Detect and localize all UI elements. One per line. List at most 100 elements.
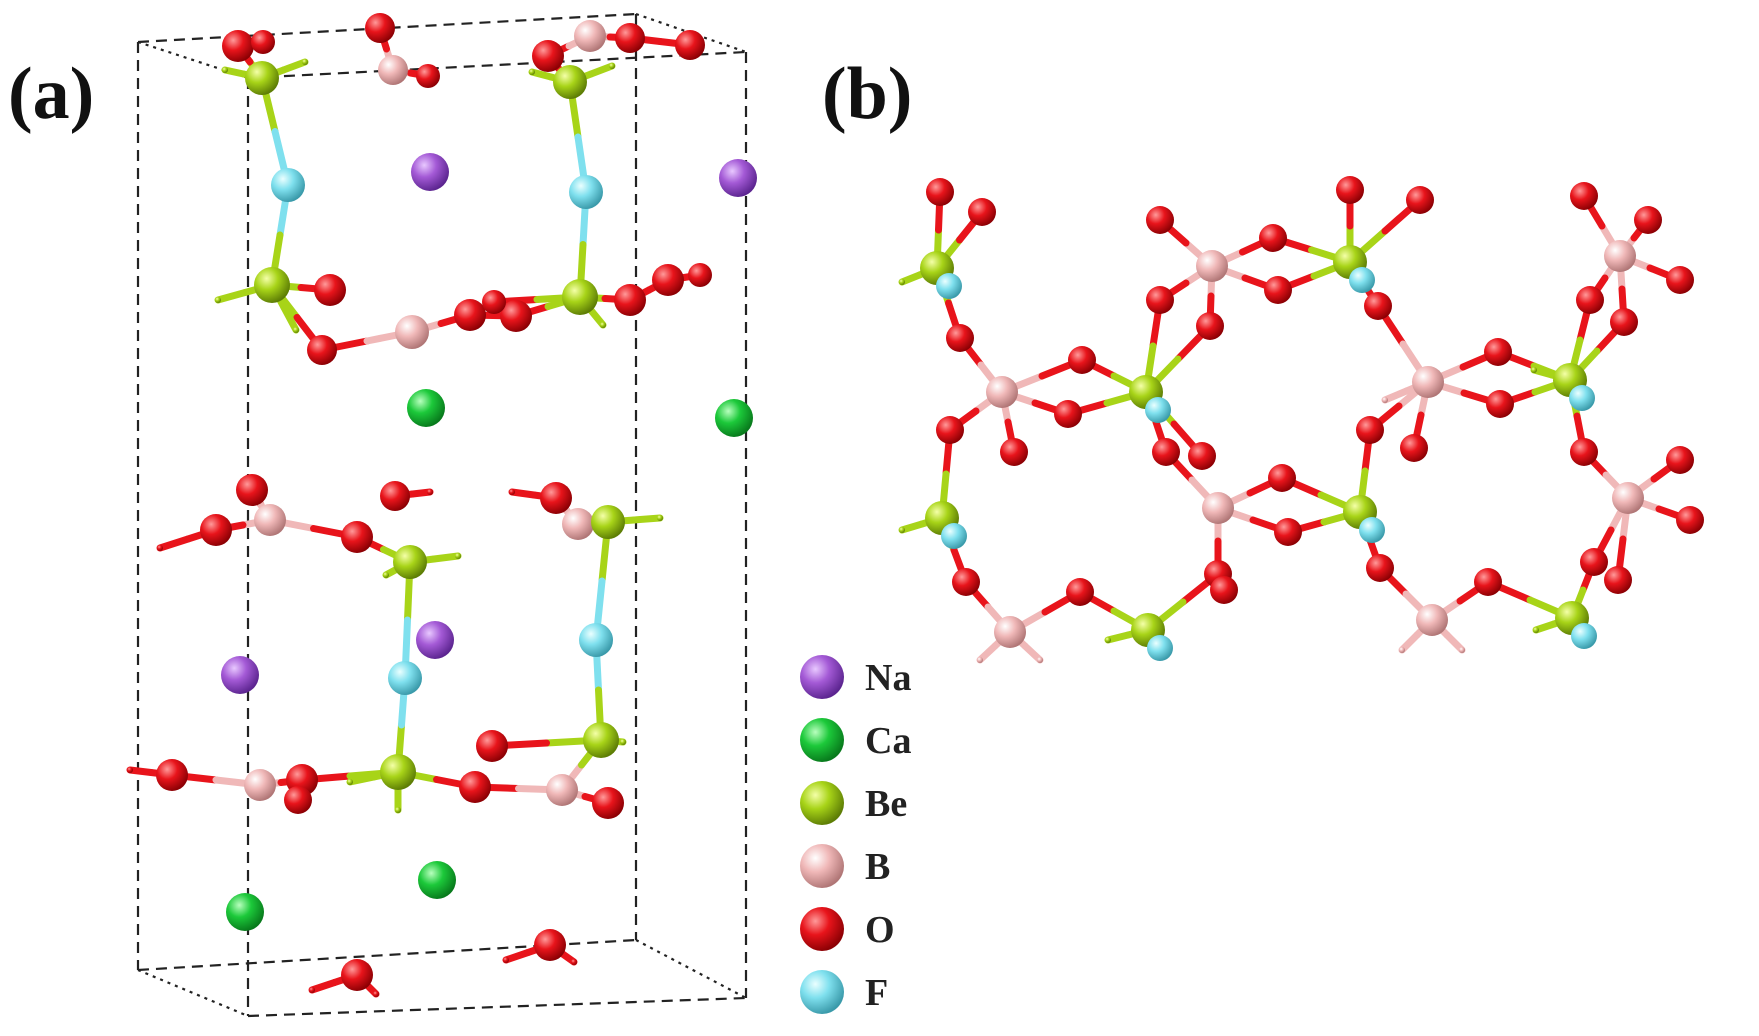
beryllium-atom	[245, 61, 279, 95]
boron-atom	[378, 55, 408, 85]
beryllium-atom	[620, 739, 626, 745]
oxygen-atom	[946, 324, 974, 352]
bond-segment	[430, 552, 462, 563]
oxygen-atom	[1666, 266, 1694, 294]
oxygen-atom	[1610, 308, 1638, 336]
oxygen-atom	[1474, 568, 1502, 596]
oxygen-atom	[1268, 464, 1296, 492]
oxygen-atom	[1000, 438, 1028, 466]
bond-segment	[1443, 631, 1466, 654]
fluorine-atom	[1569, 385, 1595, 411]
oxygen-atom	[459, 771, 491, 803]
legend-item-na: Na	[800, 655, 911, 699]
oxygen-atom	[1066, 578, 1094, 606]
legend-label-b: B	[865, 846, 890, 888]
boron-atom	[1459, 647, 1465, 653]
legend-swatch-b	[800, 844, 844, 888]
oxygen-atom	[200, 514, 232, 546]
panel-label-b: (b)	[822, 53, 912, 135]
oxygen-atom	[1146, 206, 1174, 234]
fluorine-atom	[1145, 397, 1171, 423]
oxygen-atom	[482, 290, 506, 314]
boron-atom	[1416, 604, 1448, 636]
legend-swatch-f	[800, 970, 844, 1014]
oxygen-atom	[251, 30, 275, 54]
beryllium-atom	[657, 515, 663, 521]
beryllium-atom	[393, 545, 427, 579]
oxygen-atom	[1259, 224, 1287, 252]
beryllium-atom	[395, 807, 401, 813]
bond-segment	[1381, 387, 1410, 404]
panel-b-atoms	[899, 176, 1704, 663]
boron-atom	[395, 315, 429, 349]
boron-atom	[1037, 657, 1043, 663]
oxygen-atom	[1366, 554, 1394, 582]
oxygen-atom	[1484, 338, 1512, 366]
oxygen-atom	[534, 929, 566, 961]
oxygen-atom	[614, 284, 646, 316]
fluorine-atom	[941, 523, 967, 549]
bond-segment	[1104, 631, 1132, 644]
oxygen-atom	[307, 335, 337, 365]
cell-right-bottom-depth	[635, 939, 747, 999]
oxygen-atom	[476, 730, 508, 762]
legend-item-b: B	[800, 844, 890, 888]
legend-item-be: Be	[800, 781, 907, 825]
fluorine-atom	[579, 623, 613, 657]
oxygen-atom	[1406, 186, 1434, 214]
bond-segment	[588, 307, 607, 329]
beryllium-atom	[222, 67, 228, 73]
beryllium-atom	[254, 267, 290, 303]
oxygen-atom	[936, 416, 964, 444]
calcium-atom	[418, 861, 456, 899]
boron-atom	[574, 20, 606, 52]
oxygen-atom	[1196, 312, 1224, 340]
oxygen-atom	[1570, 182, 1598, 210]
bond-segment	[508, 488, 538, 499]
beryllium-atom	[293, 327, 299, 333]
oxygen-atom	[1634, 206, 1662, 234]
legend-item-o: O	[800, 907, 895, 951]
oxygen-atom	[1210, 576, 1238, 604]
cell-left-bottom-depth	[137, 968, 249, 1018]
boron-atom	[1412, 366, 1444, 398]
oxygen-atom	[236, 474, 268, 506]
oxygen-atom	[652, 264, 684, 296]
boron-atom	[1202, 492, 1234, 524]
oxygen-atom	[952, 568, 980, 596]
boron-atom	[546, 774, 578, 806]
oxygen-atom	[222, 30, 254, 62]
oxygen-atom	[1264, 276, 1292, 304]
bond-segment	[502, 949, 532, 964]
oxygen-atom	[503, 957, 509, 963]
legend-swatch-o	[800, 907, 844, 951]
oxygen-atom	[1068, 346, 1096, 374]
oxygen-atom	[284, 786, 312, 814]
oxygen-atom	[314, 274, 346, 306]
oxygen-atom	[592, 787, 624, 819]
legend-swatch-ca	[800, 718, 844, 762]
oxygen-atom	[500, 300, 532, 332]
bond-segment	[280, 304, 300, 334]
fluorine-atom	[1349, 267, 1375, 293]
oxygen-atom	[1274, 518, 1302, 546]
bond-segment	[214, 289, 249, 304]
bond-segment	[346, 773, 378, 786]
legend-label-be: Be	[865, 783, 907, 825]
oxygen-atom	[341, 521, 373, 553]
fluorine-atom	[1359, 517, 1385, 543]
bond-segment	[898, 520, 926, 534]
oxygen-atom	[127, 767, 133, 773]
oxygen-atom	[926, 178, 954, 206]
boron-atom	[1196, 250, 1228, 282]
oxygen-atom	[1188, 442, 1216, 470]
cell-front-bottom	[247, 996, 747, 1018]
legend-swatch-be	[800, 781, 844, 825]
bond-segment	[1021, 642, 1044, 664]
oxygen-atom	[1356, 416, 1384, 444]
element-legend: Na Ca Be B O F	[800, 655, 911, 1014]
cell-front-top	[247, 50, 747, 80]
oxygen-atom	[309, 987, 315, 993]
oxygen-atom	[156, 759, 188, 791]
